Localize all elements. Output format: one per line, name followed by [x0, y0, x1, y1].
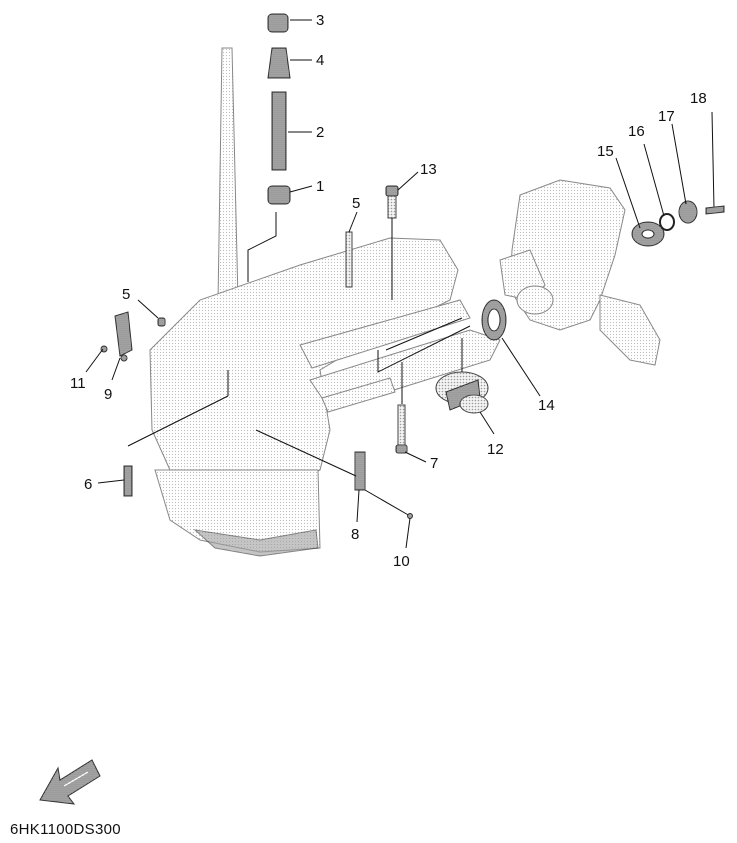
callout-11: 11 — [70, 375, 86, 392]
part-9-anode — [114, 311, 133, 362]
part-10-pin — [364, 489, 413, 519]
leader-lines — [85, 19, 687, 549]
callout-2: 2 — [316, 124, 324, 141]
part-16-washer — [659, 213, 675, 231]
part-8-stud — [354, 451, 366, 491]
diagram-code: 6HK1100DS300 — [10, 821, 121, 838]
callout-5-left: 5 — [122, 286, 130, 303]
front-direction-arrow-icon — [39, 759, 101, 805]
part-6-stud — [123, 465, 133, 497]
part-1-bushing — [267, 185, 291, 205]
part-18-pin — [705, 111, 725, 215]
lower-case-housing — [149, 47, 501, 557]
part-15-washer — [631, 221, 665, 247]
part-12-cover — [435, 371, 489, 414]
callout-6: 6 — [84, 476, 92, 493]
part-4-bushing — [267, 47, 291, 79]
part-14-seal — [481, 299, 507, 341]
part-5-stud-upper — [345, 231, 353, 288]
callout-5-upper: 5 — [352, 195, 360, 212]
callout-17: 17 — [658, 108, 675, 125]
callout-13: 13 — [420, 161, 437, 178]
callout-7: 7 — [430, 455, 438, 472]
part-5-screw-left — [157, 317, 166, 327]
callout-3: 3 — [316, 12, 324, 29]
callout-numbers: 3 4 2 1 13 5 5 11 9 6 7 8 10 12 14 15 16… — [70, 12, 707, 570]
callout-16: 16 — [628, 123, 645, 140]
callout-10: 10 — [393, 553, 410, 570]
callout-12: 12 — [487, 441, 504, 458]
callout-15: 15 — [597, 143, 614, 160]
callout-8: 8 — [351, 526, 359, 543]
callout-14: 14 — [538, 397, 555, 414]
callout-4: 4 — [316, 52, 324, 69]
part-7-bolt — [395, 404, 408, 454]
part-13-bolt — [385, 185, 399, 219]
part-2-tube — [271, 91, 287, 171]
callout-18: 18 — [690, 90, 707, 107]
callout-1: 1 — [316, 178, 324, 195]
propeller — [499, 179, 661, 366]
callout-9: 9 — [104, 386, 112, 403]
part-17-nut — [678, 200, 698, 224]
assembly-lines — [127, 212, 471, 477]
part-3-cap — [267, 13, 289, 33]
